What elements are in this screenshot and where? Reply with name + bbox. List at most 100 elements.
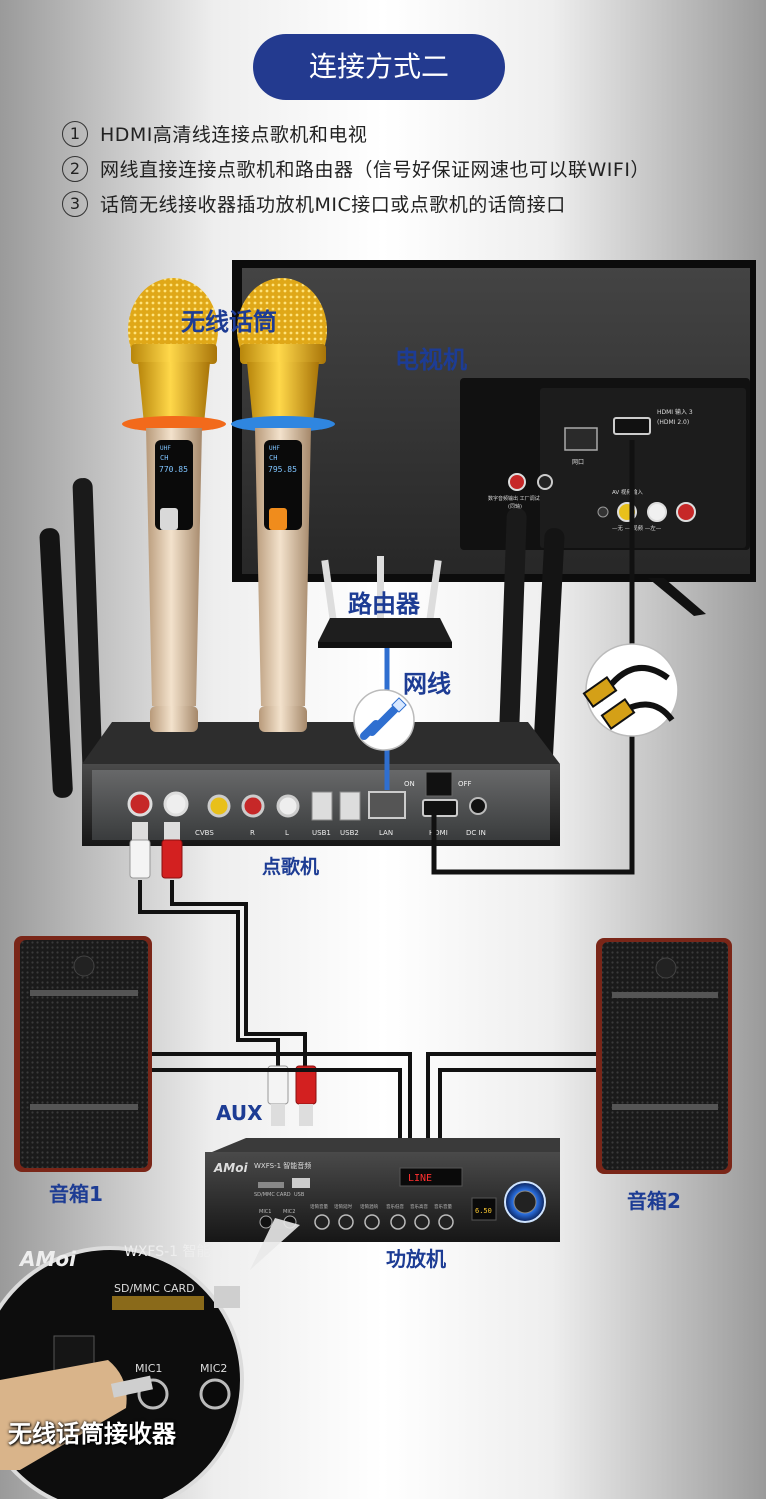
amp-display-text: LINE [408, 1173, 432, 1184]
player-cvbs-port [207, 794, 231, 818]
step-list: 1 HDMI高清线连接点歌机和电视 2 网线直接连接点歌机和路由器（信号好保证网… [62, 116, 650, 221]
player-port-label-lan: LAN [379, 829, 393, 837]
tv-hdmi-port [613, 417, 651, 435]
mic1-screen [155, 440, 193, 530]
tv-hdmi-sublabel: (HDMI 2.0) [657, 419, 689, 426]
step-item: 2 网线直接连接点歌机和路由器（信号好保证网速也可以联WIFI） [62, 151, 650, 186]
step-text: HDMI高清线连接点歌机和电视 [100, 124, 368, 146]
zoom-mic2-label: MIC2 [200, 1362, 227, 1375]
amp-card-label: SD/MMC CARD [254, 1192, 291, 1198]
speaker1-cable-b [150, 1068, 402, 1140]
amp-freq-display [471, 1197, 497, 1221]
player-dc-port [469, 797, 487, 815]
step-item: 1 HDMI高清线连接点歌机和电视 [62, 116, 650, 151]
player-audio-r-port [127, 791, 153, 817]
rca-cable-white [138, 880, 280, 1068]
zoom-model: WXFS-1 智能音 [124, 1243, 225, 1260]
label-wireless-mic: 无线话筒 [181, 308, 277, 336]
tv-av-right-port [676, 502, 696, 522]
player-l-port [276, 794, 300, 818]
label-amplifier: 功放机 [386, 1247, 446, 1271]
player-hdmi-port [422, 799, 458, 817]
network-cable-plug-icon [360, 702, 402, 740]
tv-lan-port [564, 427, 598, 451]
zoom-usb-slot [214, 1286, 240, 1308]
mic2-display-ch: CH [269, 454, 277, 462]
amp-mic2-label: MIC2 [283, 1209, 295, 1215]
amp-knob-label-3: 话筒混响 [360, 1203, 378, 1210]
player-switch-off-label: OFF [458, 780, 472, 788]
rca-plugs-player [129, 822, 183, 879]
amp-usb-slot [292, 1178, 310, 1188]
hdmi-cable-plug-icon [582, 665, 675, 730]
amp-knob-label-5: 音乐高音 [410, 1203, 428, 1210]
amp-mic1-jack [259, 1215, 273, 1229]
player-lan-port [368, 791, 406, 819]
router-body [318, 618, 452, 642]
mic1-display-freq: 770.85 [159, 465, 188, 474]
tv-optical-label: 数字音频输出 工厂调试 [488, 495, 540, 502]
player-port-label-cvbs: CVBS [195, 829, 214, 837]
player-r-port [241, 794, 265, 818]
amp-knob-label-1: 话筒音量 [310, 1203, 328, 1210]
router [318, 556, 452, 648]
zoom-card-label: SD/MMC CARD [114, 1282, 195, 1295]
zoom-card-slot [112, 1296, 204, 1310]
speaker2-cable-b [438, 1068, 596, 1140]
tv-optical-sublabel: (同轴) [508, 503, 522, 510]
tv-av-sublabel: —无 — 视频 —左— [612, 524, 662, 532]
amp-mic1-label: MIC1 [259, 1209, 271, 1215]
player-port-label-usb1: USB1 [312, 829, 331, 837]
amp-brand: AMoi [213, 1161, 248, 1175]
mic2-button [269, 508, 287, 530]
page-title: 连接方式二 [253, 34, 505, 100]
amp-usb-label: USB [294, 1192, 305, 1198]
player-port-label-r: R [250, 829, 255, 837]
player-port-label-l: L [285, 829, 289, 837]
label-router: 路由器 [348, 590, 420, 618]
speaker-2 [596, 938, 732, 1174]
amp-freq-display-text: 6.50 [475, 1207, 492, 1215]
step-number: 3 [62, 190, 88, 217]
wireless-mic-1 [122, 278, 226, 732]
player-usb2-port [339, 791, 361, 821]
tv-stand [648, 578, 706, 616]
step-number: 1 [62, 120, 88, 147]
player-port-label-hdmi: HDMI [429, 829, 448, 837]
amp-knob-label-4: 音乐低音 [386, 1203, 404, 1210]
tv-lan-label: 网口 [572, 459, 584, 466]
label-speaker-1: 音箱1 [49, 1182, 103, 1206]
speaker-1 [14, 936, 152, 1172]
mic1-display-ch: CH [160, 454, 168, 462]
amp-card-slot [258, 1182, 284, 1188]
label-aux: AUX [216, 1101, 263, 1125]
label-network-cable: 网线 [403, 670, 451, 698]
speaker1-cable-a [150, 1052, 412, 1140]
tv-hdmi-label: HDMI 输入 3 [657, 408, 693, 416]
speaker2-cable-a [426, 1052, 596, 1140]
step-item: 3 话筒无线接收器插功放机MIC接口或点歌机的话筒接口 [62, 186, 650, 221]
tv-av-label: AV 视频输入 [612, 488, 643, 496]
tv-coax-port [508, 473, 526, 491]
label-mic-receiver: 无线话筒接收器 [8, 1420, 176, 1448]
zoom-mic1-label: MIC1 [135, 1362, 162, 1375]
zoom-callout [0, 1246, 244, 1499]
player-port-label-dc: DC IN [466, 829, 486, 837]
amp-display [399, 1167, 463, 1187]
mic1-display-band: UHF [160, 445, 171, 452]
label-speaker-2: 音箱2 [627, 1189, 681, 1213]
amp-knob-label-2: 话筒延时 [334, 1203, 352, 1210]
mic1-button [160, 508, 178, 530]
player-port-label-usb2: USB2 [340, 829, 359, 837]
label-ktv-player: 点歌机 [262, 856, 320, 878]
player-switch-on-label: ON [404, 780, 415, 788]
label-tv: 电视机 [395, 346, 467, 374]
ktv-player [82, 722, 560, 846]
player-audio-l-port [163, 791, 189, 817]
step-text: 网线直接连接点歌机和路由器（信号好保证网速也可以联WIFI） [100, 159, 650, 181]
amplifier [205, 1138, 560, 1242]
zoom-brand: AMoi [18, 1247, 77, 1271]
zoom-beam [250, 1218, 300, 1270]
tv-service-port [537, 474, 553, 490]
rca-plugs-amp [267, 1065, 317, 1126]
